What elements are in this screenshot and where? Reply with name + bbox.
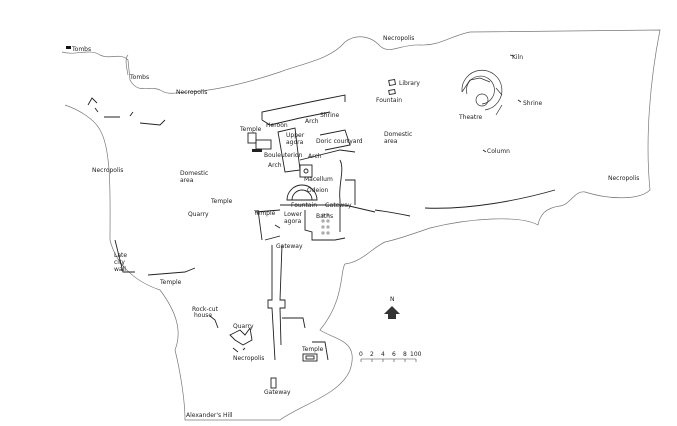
- quarry-outline: [229, 326, 253, 346]
- label-doric-courtyard: Doric courtyard: [316, 138, 363, 145]
- gateway-building: [270, 377, 277, 389]
- label-heroon: Heroon: [266, 122, 288, 129]
- label-agora: agora: [284, 218, 302, 225]
- label-baths: Baths: [316, 213, 333, 220]
- label-alexanders-hill: Alexander's Hill: [186, 412, 233, 419]
- label-temple: Temple: [301, 346, 324, 353]
- label-gateway: Gateway: [264, 389, 291, 396]
- map-labels: Tombs Tombs Necropolis Necropolis Kiln L…: [71, 35, 639, 419]
- wall-fragment: [312, 341, 329, 361]
- label-necropolis: Necropolis: [92, 167, 123, 174]
- temple-building: [302, 353, 318, 362]
- scale-tick: 100: [410, 351, 422, 358]
- label-odeion: Odeion: [307, 187, 329, 194]
- label-shrine: Shrine: [523, 100, 543, 107]
- scale-tick: 2: [370, 351, 374, 358]
- label-lower: Lower: [284, 211, 303, 218]
- fountain-building: [388, 88, 396, 96]
- label-column: Column: [487, 148, 510, 155]
- small-monuments: [482, 54, 522, 153]
- label-domestic: Domestic: [180, 170, 208, 177]
- library-building: [388, 78, 396, 86]
- scale-tick: 4: [381, 351, 385, 358]
- label-necropolis: Necropolis: [608, 175, 639, 182]
- label-quarry: Quarry: [188, 211, 209, 218]
- label-arch: Arch: [268, 162, 282, 169]
- north-label: N: [390, 296, 395, 303]
- label-city: city: [114, 259, 125, 266]
- label-arch: Arch: [305, 118, 319, 125]
- late-city-wall: [114, 239, 196, 276]
- label-house: house: [194, 312, 212, 319]
- label-area: area: [180, 177, 194, 184]
- label-gateway: Gateway: [325, 202, 352, 209]
- label-quarry: Quarry: [233, 323, 254, 330]
- tombs-boundary: [125, 54, 129, 76]
- label-library: Library: [399, 80, 420, 87]
- label-temple: Temple: [239, 126, 262, 133]
- label-agora: agora: [286, 139, 304, 146]
- site-boundary: [61, 29, 661, 421]
- label-area: area: [384, 138, 398, 145]
- label-wall: wall: [114, 266, 126, 273]
- necropolis-marks: [209, 315, 246, 353]
- label-temple: Temple: [210, 198, 233, 205]
- upper-agora-complex: [247, 94, 376, 241]
- label-gateway: Gateway: [276, 243, 303, 250]
- label-fountain: Fountain: [376, 97, 402, 104]
- label-temple: Temple: [253, 210, 276, 217]
- label-domestic: Domestic: [384, 131, 412, 138]
- scale-bar: 0 2 4 6 8 100: [359, 351, 422, 362]
- label-shrine: Shrine: [320, 112, 340, 119]
- label-bouleuterion: Bouleuterion: [264, 152, 303, 159]
- theatre-plan: [461, 69, 503, 116]
- label-necropolis: Necropolis: [176, 89, 207, 96]
- label-upper: Upper: [286, 132, 305, 139]
- temple-cella: [305, 355, 315, 360]
- label-macellum: Macellum: [304, 176, 333, 183]
- scale-tick: 0: [359, 351, 363, 358]
- label-theatre: Theatre: [458, 114, 483, 121]
- colonnaded-street: [267, 244, 306, 361]
- label-temple: Temple: [159, 279, 182, 286]
- tomb-marker: [66, 46, 71, 49]
- label-fountain: Fountain: [291, 202, 317, 209]
- wall-fragments: [87, 97, 166, 126]
- scale-tick: 6: [392, 351, 396, 358]
- label-necropolis: Necropolis: [233, 355, 264, 362]
- label-necropolis: Necropolis: [383, 35, 414, 42]
- wall-curve: [374, 189, 556, 217]
- north-arrow: N: [384, 296, 400, 319]
- label-arch: Arch: [308, 153, 322, 160]
- north-arrow-icon: [384, 306, 400, 319]
- label-tombs: Tombs: [71, 46, 91, 53]
- label-kiln: Kiln: [512, 54, 523, 61]
- label-rock-cut: Rock-cut: [192, 306, 219, 313]
- label-late: Late: [114, 252, 127, 259]
- label-tombs: Tombs: [129, 74, 149, 81]
- scale-tick: 8: [403, 351, 407, 358]
